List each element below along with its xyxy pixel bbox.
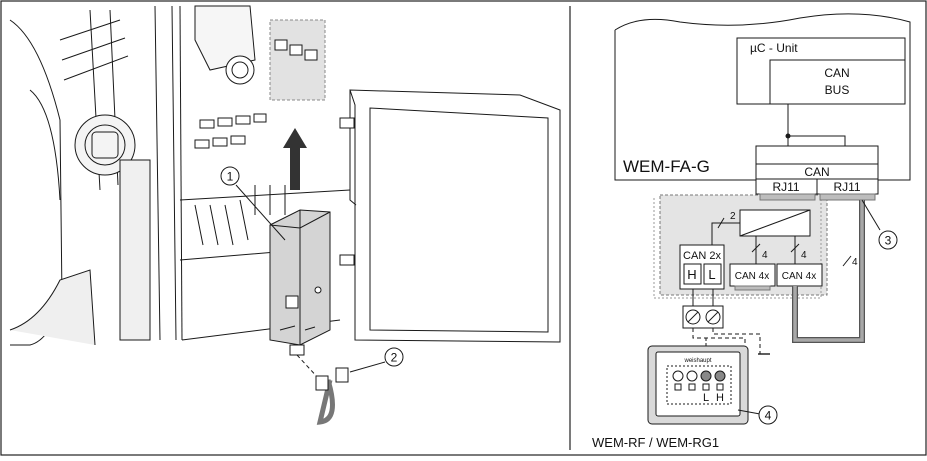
svg-text:CAN: CAN bbox=[824, 66, 849, 80]
installation-illustration bbox=[9, 5, 561, 425]
svg-text:1: 1 bbox=[227, 170, 234, 184]
svg-text:4: 4 bbox=[762, 250, 768, 261]
rj11-left: RJ11 bbox=[772, 180, 799, 194]
callout-4: 4 bbox=[758, 405, 778, 425]
svg-text:H: H bbox=[687, 267, 696, 282]
arrow-up-icon bbox=[283, 128, 307, 190]
wiring-schematic: µC - Unit CAN BUS CAN RJ11 RJ11 WEM-FA-G… bbox=[592, 13, 911, 450]
svg-text:4: 4 bbox=[765, 409, 772, 423]
callout-1: 1 bbox=[220, 166, 240, 186]
can4x-right bbox=[776, 263, 823, 287]
cabinet-door bbox=[349, 89, 561, 343]
svg-text:CAN: CAN bbox=[804, 165, 829, 179]
svg-text:H: H bbox=[716, 392, 724, 404]
svg-text:BUS: BUS bbox=[825, 83, 850, 97]
can-connector-block bbox=[755, 145, 879, 165]
uc-unit-label: µC - Unit bbox=[750, 41, 798, 55]
callout-3: 3 bbox=[878, 230, 898, 250]
svg-text:CAN 2x: CAN 2x bbox=[683, 250, 721, 262]
remote-caption: WEM-RF / WEM-RG1 bbox=[592, 435, 719, 450]
svg-text:L: L bbox=[703, 392, 709, 404]
svg-text:2: 2 bbox=[391, 351, 398, 365]
svg-text:2: 2 bbox=[730, 211, 736, 222]
svg-text:CAN 4x: CAN 4x bbox=[782, 271, 816, 282]
svg-text:3: 3 bbox=[885, 234, 892, 248]
callout-2: 2 bbox=[384, 347, 404, 367]
wem-fa-g-housing bbox=[614, 13, 911, 181]
svg-text:CAN 4x: CAN 4x bbox=[735, 271, 769, 282]
rj11-right: RJ11 bbox=[833, 180, 860, 194]
svg-text:4: 4 bbox=[852, 257, 858, 268]
svg-text:4: 4 bbox=[801, 250, 807, 261]
device-label: WEM-FA-G bbox=[623, 157, 710, 176]
remote-brand: weishaupt bbox=[683, 358, 711, 364]
svg-text:L: L bbox=[708, 267, 715, 282]
can-bus-box bbox=[769, 59, 906, 105]
rj11-cable bbox=[316, 379, 335, 425]
